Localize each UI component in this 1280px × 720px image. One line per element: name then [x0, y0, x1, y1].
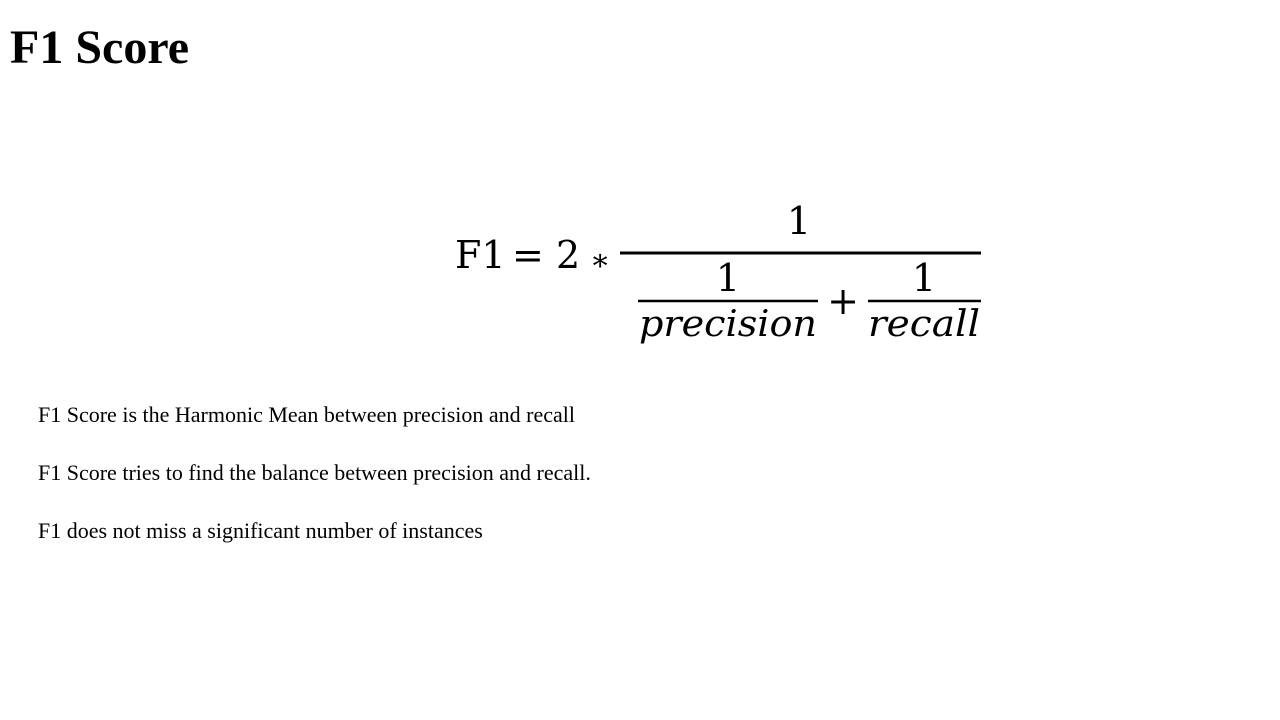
inner-numerator-right: 1 [912, 256, 936, 300]
bullet-list: F1 Score is the Harmonic Mean between pr… [38, 400, 591, 574]
slide-title: F1 Score [10, 21, 190, 74]
bullet-item: F1 does not miss a significant number of… [38, 518, 483, 543]
formula-equals-sign: = [512, 233, 544, 277]
bullet-item: F1 Score is the Harmonic Mean between pr… [38, 402, 575, 427]
formula-coefficient: 2 [556, 233, 580, 277]
inner-denominator-right: recall [868, 304, 980, 345]
inner-denominator-left: precision [639, 304, 817, 345]
f1-formula: F1 = 2 ∗ 1 1 precision + 1 recall [455, 199, 981, 345]
inner-numerator-left: 1 [716, 256, 740, 300]
formula-lhs: F1 [455, 233, 506, 277]
outer-numerator: 1 [787, 199, 811, 243]
formula-multiply-sign: ∗ [590, 243, 610, 278]
bullet-item: F1 Score tries to find the balance betwe… [38, 460, 591, 485]
formula-plus-sign: + [827, 279, 859, 323]
